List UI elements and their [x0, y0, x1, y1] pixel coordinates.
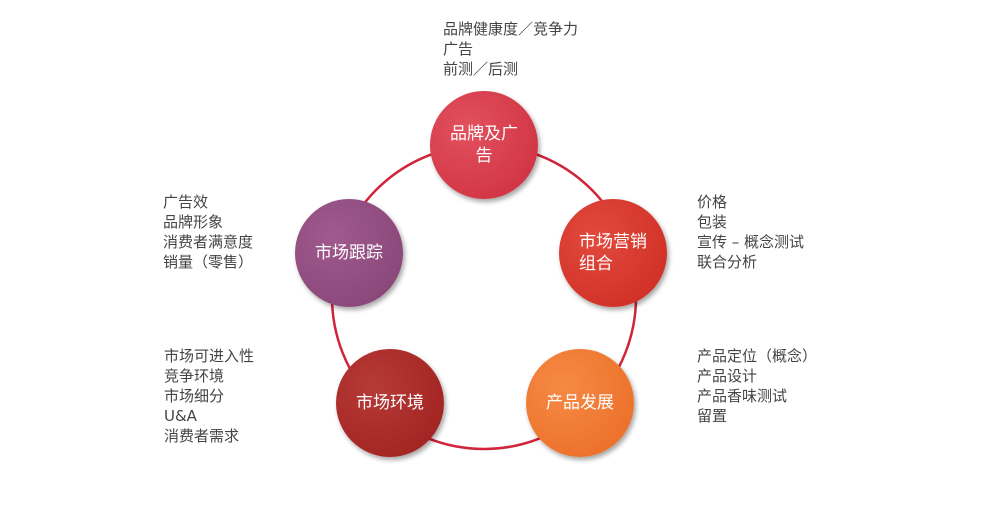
marketing-note: 价格 [697, 193, 728, 211]
product-note: 留置 [697, 407, 728, 425]
brand-notes: 品牌健康度／竞争力 广告 前测／后测 [443, 19, 578, 79]
product-note: 产品香味测试 [697, 387, 788, 405]
tracking-note: 广告效 [163, 193, 209, 211]
environment-note: 市场可进入性 [164, 347, 255, 365]
environment-notes: 市场可进入性 竞争环境 市场细分 U&A 消费者需求 [164, 346, 254, 446]
marketing-note: 包装 [697, 213, 728, 231]
node-brand-advertising: 品牌及广告 [430, 91, 538, 199]
node-market-tracking: 市场跟踪 [295, 199, 403, 307]
marketing-note: 联合分析 [697, 253, 758, 271]
product-notes: 产品定位（概念） 产品设计 产品香味测试 留置 [697, 346, 817, 426]
tracking-note: 品牌形象 [163, 213, 224, 231]
tracking-notes: 广告效 品牌形象 消费者满意度 销量（零售） [163, 192, 253, 272]
node-market-environment: 市场环境 [336, 349, 444, 457]
marketing-notes: 价格 包装 宣传 – 概念测试 联合分析 [697, 192, 804, 272]
environment-note: 消费者需求 [164, 427, 240, 445]
brand-note: 前测／后测 [443, 60, 519, 78]
product-note: 产品设计 [697, 367, 758, 385]
node-marketing-mix: 市场营销 组合 [559, 199, 667, 307]
marketing-note: 宣传 – 概念测试 [697, 233, 805, 251]
product-note: 产品定位（概念） [697, 347, 818, 365]
node-product-development: 产品发展 [526, 349, 634, 457]
environment-note: U&A [164, 407, 197, 425]
environment-note: 市场细分 [164, 387, 225, 405]
brand-note: 品牌健康度／竞争力 [443, 20, 579, 38]
tracking-note: 消费者满意度 [163, 233, 254, 251]
tracking-note: 销量（零售） [163, 253, 254, 271]
environment-note: 竞争环境 [164, 367, 225, 385]
brand-note: 广告 [443, 40, 474, 58]
